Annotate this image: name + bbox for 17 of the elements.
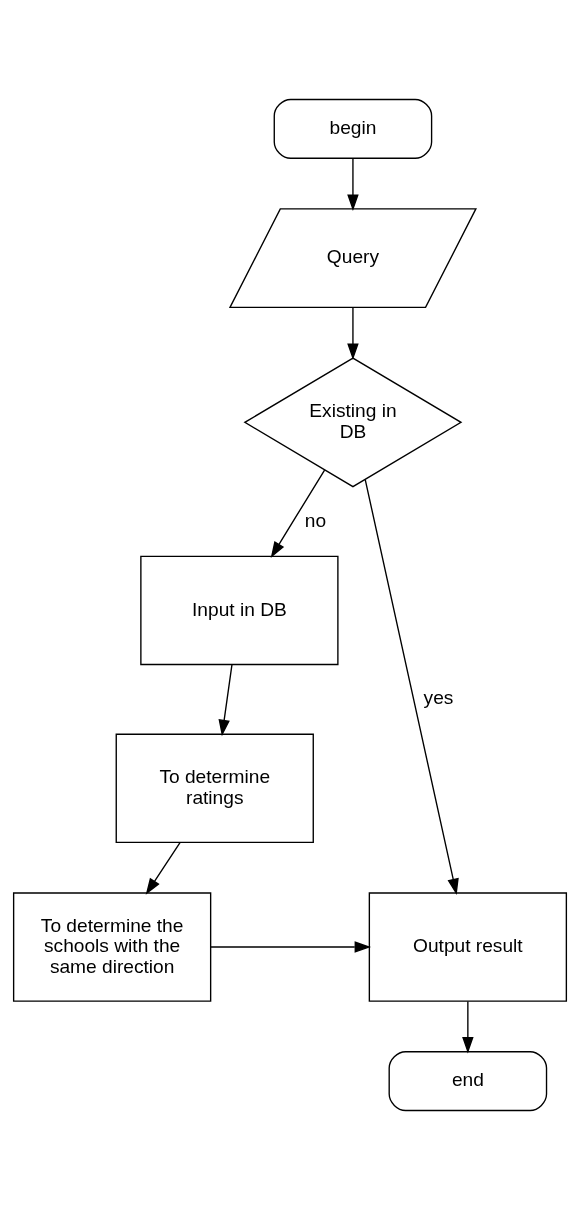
node-box: begin (273, 98, 433, 159)
edge-label: no (304, 509, 327, 531)
node-diamond: Existing in DB (243, 356, 463, 487)
node-box: Input in DB (140, 555, 339, 665)
arrow (364, 478, 459, 895)
node-box: end (388, 1050, 548, 1111)
arrow (218, 663, 233, 736)
arrow (347, 157, 359, 211)
edge-label: yes (423, 686, 454, 708)
node-box: To determine the schools with the same direction (12, 891, 212, 1002)
arrow (145, 841, 181, 895)
node-box: To determine ratings (115, 733, 314, 843)
arrow (270, 468, 326, 558)
node-box: Output result (368, 891, 568, 1002)
arrow (462, 1000, 474, 1053)
arrow (347, 306, 359, 360)
arrow (210, 940, 372, 953)
